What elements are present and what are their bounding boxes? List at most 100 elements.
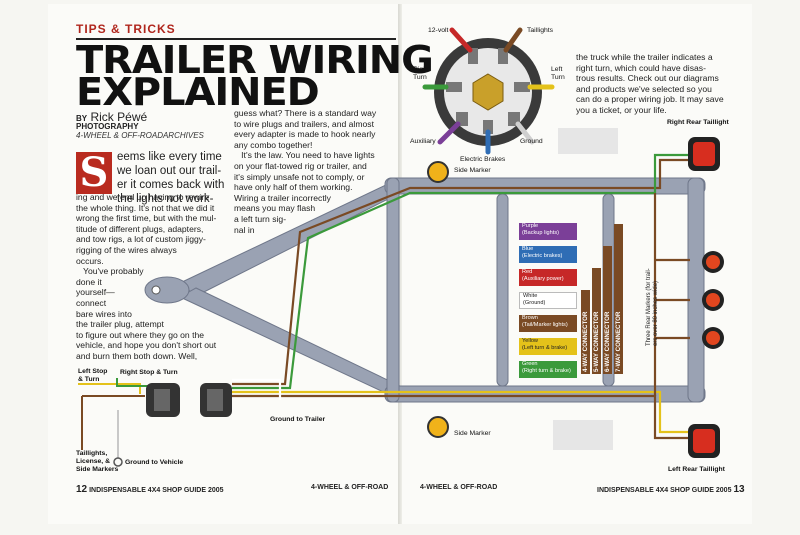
header-rule bbox=[76, 38, 396, 40]
vehicle-plug-face bbox=[154, 389, 170, 411]
connector-bar-5way bbox=[592, 268, 601, 374]
stub-red bbox=[449, 27, 473, 53]
vehicle-wiring bbox=[78, 378, 150, 458]
legend-red-name: Red bbox=[522, 269, 533, 275]
pin-12volt bbox=[468, 48, 478, 64]
label-left-turn: Left Turn bbox=[551, 66, 565, 81]
legend-brown-desc: (Tail/Marker lights) bbox=[522, 322, 568, 328]
right-page-number: 13 bbox=[733, 484, 745, 495]
legend-white-desc: (Ground) bbox=[523, 300, 546, 306]
label-electric-brakes: Electric Brakes bbox=[460, 156, 506, 163]
section-tag: TIPS & TRICKS bbox=[76, 22, 176, 36]
connector-plugs bbox=[146, 383, 232, 417]
trailer-wiring bbox=[232, 153, 690, 440]
legend-brown: Brown(Tail/Marker lights) bbox=[519, 315, 577, 332]
pin-taillights bbox=[498, 48, 508, 64]
article-column-2: guess what? There is a standard way to w… bbox=[234, 108, 377, 235]
connector-bar-4way bbox=[581, 290, 590, 374]
connector-label-6way: 6-WAY CONNECTOR bbox=[604, 311, 611, 372]
connector-label-5way: 5-WAY CONNECTOR bbox=[593, 311, 600, 372]
legend-yellow: Yellow(Left turn & brake) bbox=[519, 338, 577, 355]
legend-white-name: White bbox=[523, 293, 538, 299]
photography-credit: 4-WHEEL & OFF-ROADARCHIVES bbox=[76, 131, 204, 140]
left-footer: 12 INDISPENSABLE 4X4 SHOP GUIDE 2005 bbox=[76, 484, 224, 495]
stub-purple bbox=[437, 121, 461, 145]
photography-credit-label: PHOTOGRAPHY bbox=[76, 122, 139, 131]
label-ground-to-trailer: Ground to Trailer bbox=[270, 416, 326, 423]
drop-cap: S bbox=[76, 152, 112, 194]
white-wire bbox=[232, 378, 282, 400]
rear-marker-3-lens bbox=[706, 331, 720, 345]
brown-wire-bottom bbox=[232, 394, 690, 440]
plug-wire-stubs bbox=[422, 27, 555, 155]
left-footer-title: INDISPENSABLE 4X4 SHOP GUIDE 2005 bbox=[89, 487, 224, 494]
legend-brown-name: Brown bbox=[522, 315, 538, 321]
label-taillights-license: Taillights, License, & Side Markers bbox=[76, 450, 119, 473]
wire-color-legend: Purple(Backup lights) Blue(Electric brak… bbox=[519, 223, 577, 384]
trailer-plug-face bbox=[207, 389, 223, 411]
label-left-stop-turn: Left Stop & Turn bbox=[78, 368, 108, 383]
hitch-ball-hole bbox=[151, 285, 161, 295]
trailer-frame bbox=[144, 177, 706, 403]
fender-top bbox=[558, 128, 618, 154]
legend-green-desc: (Right turn & brake) bbox=[522, 368, 571, 374]
pin-left-turn bbox=[514, 82, 530, 92]
legend-blue-desc: (Electric brakes) bbox=[522, 253, 563, 259]
label-taillights: Taillights bbox=[527, 27, 554, 34]
legend-purple-name: Purple bbox=[522, 223, 539, 229]
label-ground-to-vehicle: Ground to Vehicle bbox=[125, 459, 184, 466]
legend-red: Red(Auxiliary power) bbox=[519, 269, 577, 286]
legend-red-desc: (Auxiliary power) bbox=[522, 276, 564, 282]
pin-right-turn bbox=[446, 82, 462, 92]
legend-yellow-name: Yellow bbox=[522, 338, 538, 344]
label-side-marker-bottom: Side Marker bbox=[454, 430, 491, 437]
frame-front-rail bbox=[386, 177, 400, 403]
left-footer-brand: 4-WHEEL & OFF-ROAD bbox=[311, 484, 389, 491]
frame-bottom-rail bbox=[384, 385, 706, 403]
title-line-1: TRAILER WIRING bbox=[76, 38, 434, 82]
title-line-2: EXPLAINED bbox=[76, 70, 320, 114]
left-rear-taillight-lens bbox=[693, 429, 715, 453]
crossmember-1 bbox=[496, 193, 509, 387]
label-side-marker-top: Side Marker bbox=[454, 167, 491, 174]
page-gutter bbox=[398, 4, 402, 524]
side-marker-top-lamp bbox=[427, 161, 449, 183]
article-column-3: the truck while the trailer indicates a … bbox=[576, 52, 724, 115]
label-left-rear-taillight: Left Rear Taillight bbox=[668, 466, 725, 473]
connector-label-4way: 4-WAY CONNECTOR bbox=[582, 311, 589, 372]
fender-bottom bbox=[553, 420, 613, 450]
right-footer-brand: 4-WHEEL & OFF-ROAD bbox=[420, 484, 498, 491]
byline-prefix: BY bbox=[76, 114, 88, 123]
label-three-rear-markers: Three Rear Markers (for trail- ers over … bbox=[646, 268, 659, 346]
vehicle-yellow-wire bbox=[78, 383, 141, 394]
right-footer-title: INDISPENSABLE 4X4 SHOP GUIDE 2005 bbox=[597, 487, 732, 494]
vehicle-green-wire bbox=[116, 378, 150, 387]
brown-wire-top bbox=[232, 158, 690, 386]
byline: BY Rick Péwé bbox=[76, 110, 147, 124]
article-title: TRAILER WIRING EXPLAINED bbox=[76, 38, 434, 114]
legend-green: Green(Right turn & brake) bbox=[519, 361, 577, 378]
marker-wires bbox=[653, 193, 690, 396]
connector-label-7way: 7-WAY CONNECTOR bbox=[615, 311, 622, 372]
legend-blue-name: Blue bbox=[522, 246, 534, 252]
label-12volt: 12-volt bbox=[428, 27, 449, 34]
ground-terminal bbox=[113, 457, 123, 467]
side-marker-bottom-lamp bbox=[427, 416, 449, 438]
article-lead: eems like every time we loan out our tra… bbox=[117, 151, 225, 205]
legend-blue: Blue(Electric brakes) bbox=[519, 246, 577, 263]
seven-way-plug bbox=[434, 38, 542, 146]
connector-bar-7way bbox=[614, 224, 623, 374]
legend-white: White(Ground) bbox=[519, 292, 577, 309]
legend-green-name: Green bbox=[522, 361, 538, 367]
label-right-rear-taillight: Right Rear Taillight bbox=[667, 119, 729, 126]
legend-yellow-desc: (Left turn & brake) bbox=[522, 345, 568, 351]
yellow-wire bbox=[232, 390, 690, 434]
rear-marker-1-lens bbox=[706, 255, 720, 269]
center-pin bbox=[472, 73, 504, 111]
rear-marker-2-lens bbox=[706, 293, 720, 307]
label-right-stop-turn: Right Stop & Turn bbox=[120, 369, 178, 376]
label-right-turn: Right Turn bbox=[413, 66, 429, 81]
label-auxiliary: Auxiliary bbox=[410, 138, 436, 145]
connector-bar-6way bbox=[603, 246, 612, 374]
